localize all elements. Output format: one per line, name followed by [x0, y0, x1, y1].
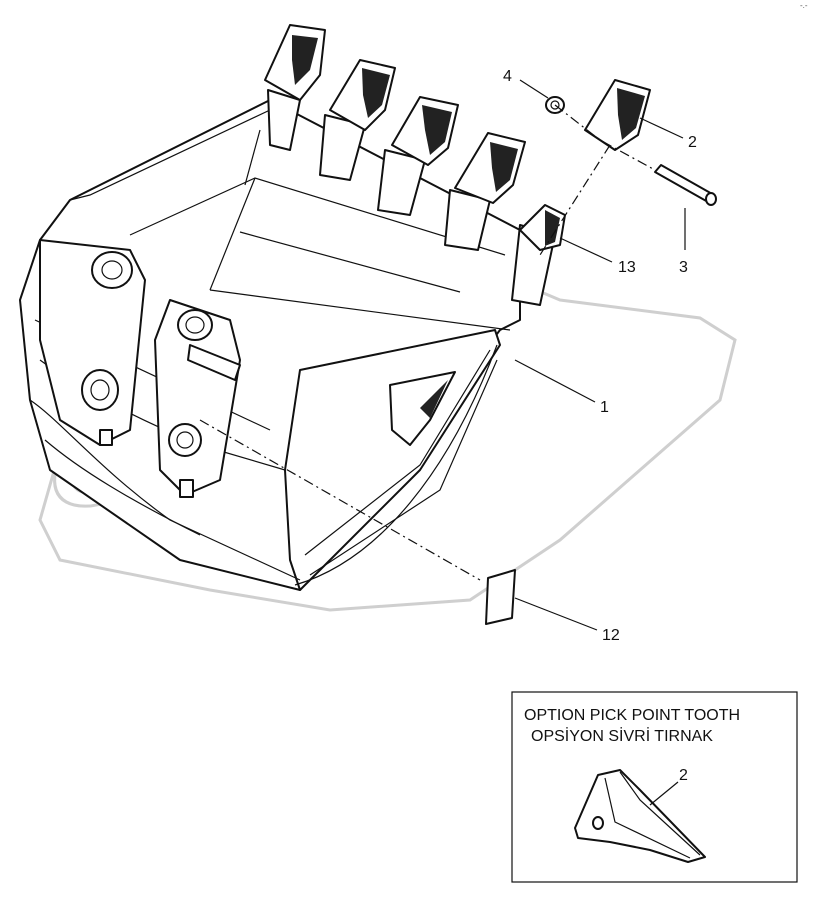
pin-part: [654, 164, 717, 206]
callout-2-option: 2: [679, 767, 688, 784]
bucket-teeth: [264, 24, 566, 306]
plate-part: [485, 569, 516, 625]
center-lines: [199, 104, 656, 581]
pick-point-tooth: [574, 769, 706, 863]
corner-mark: -.-: [800, 1, 808, 10]
callout-4: 4: [503, 68, 512, 85]
callout-2: 2: [688, 134, 697, 151]
option-title-tr: OPSİYON SİVRİ TIRNAK: [531, 726, 713, 745]
callout-13: 13: [618, 259, 636, 276]
callout-1: 1: [600, 399, 609, 416]
bucket-body: [19, 99, 521, 591]
leader-lines: [514, 79, 686, 631]
tooth-part: [584, 79, 651, 151]
option-title-en: OPTION PICK POINT TOOTH: [524, 707, 740, 724]
exploded-parts: [485, 79, 717, 625]
callout-3: 3: [679, 259, 688, 276]
option-box: OPTION PICK POINT TOOTH OPSİYON SİVRİ TI…: [511, 691, 798, 883]
callout-12: 12: [602, 627, 620, 644]
